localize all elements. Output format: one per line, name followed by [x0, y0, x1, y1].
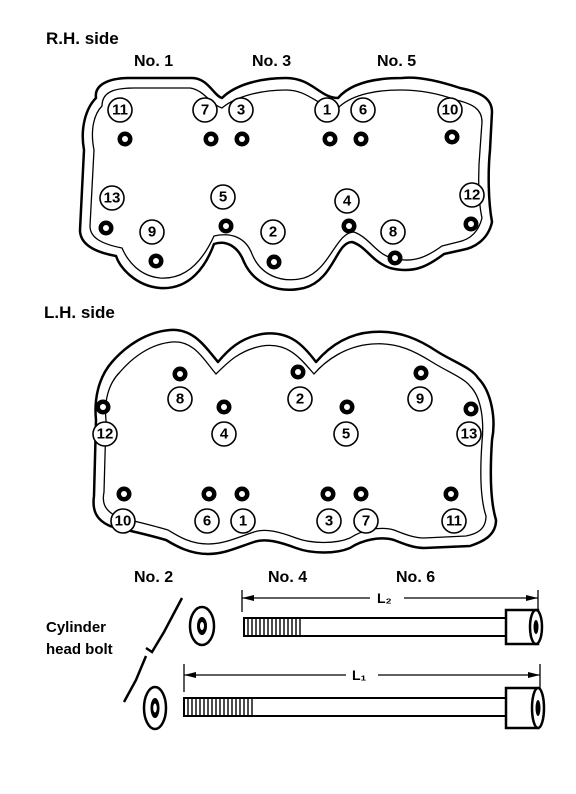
rh-sequence-numbers: 11 7 3 1 6 10 13 5 4 12 9 2 8 [99, 97, 485, 245]
lh-cylinder-head-outline [92, 328, 498, 556]
bolt-hole-icon [290, 364, 306, 380]
bolt-hole-icon [201, 486, 217, 502]
rh-cylinder-head-outline [78, 76, 494, 291]
lh-bolt-seq-label: 8 [176, 391, 184, 408]
caption-leader-line [122, 655, 148, 703]
rh-bolt-seq-label: 9 [148, 224, 156, 241]
lh-bolt-seq-label: 6 [203, 513, 211, 530]
bolt-caption-line1: Cylinder [46, 619, 106, 636]
rh-bolt-seq-label: 3 [237, 102, 245, 119]
caption-leader-line [145, 597, 184, 654]
bolt-hole-icon [320, 486, 336, 502]
bolt-hole-icon [116, 486, 132, 502]
lh-bolt-holes [95, 364, 479, 502]
rh-bolt-seq-label: 5 [219, 189, 227, 206]
lh-bolt-seq-label: 5 [342, 426, 350, 443]
lh-bolt-seq-label: 9 [416, 391, 424, 408]
rh-bolt-seq-label: 2 [269, 224, 277, 241]
lh-side-section: L.H. side 8 2 9 12 4 5 13 10 [44, 303, 498, 586]
lh-cylinder-no4-label: No. 4 [268, 569, 307, 586]
lh-cylinder-no2-label: No. 2 [134, 569, 173, 586]
rh-bolt-seq-label: 10 [442, 102, 459, 119]
bolt-hole-icon [413, 365, 429, 381]
rh-bolt-holes [98, 129, 479, 270]
lh-bolt-seq-label: 13 [461, 426, 478, 443]
l2-dimension-label: L₂ [377, 590, 392, 606]
bolt-caption-line2: head bolt [46, 641, 113, 658]
washer-end-view-icon [188, 605, 216, 647]
bolt-hole-icon [148, 253, 164, 269]
rh-bolt-seq-label: 11 [112, 102, 128, 119]
bolt-hole-icon [218, 218, 234, 234]
rh-bolt-seq-label: 6 [359, 102, 367, 119]
bolt-hole-icon [203, 131, 219, 147]
rh-side-title: R.H. side [46, 29, 119, 48]
l1-dimension-line: L₁ [183, 664, 541, 692]
lh-bolt-seq-label: 1 [239, 513, 247, 530]
lh-bolt-seq-label: 4 [220, 426, 229, 443]
rh-cylinder-head-inner-line [89, 87, 483, 281]
rh-bolt-seq-label: 13 [104, 190, 121, 207]
bolt-hole-icon [387, 250, 403, 266]
rh-bolt-seq-label: 4 [343, 193, 352, 210]
bolt-hole-icon [341, 218, 357, 234]
lh-bolt-seq-label: 7 [362, 513, 370, 530]
bolt-hole-icon [234, 131, 250, 147]
long-head-bolt-icon [183, 686, 546, 730]
rh-bolt-seq-label: 12 [464, 187, 481, 204]
rh-side-section: R.H. side No. 1 No. 3 No. 5 11 7 3 1 6 [46, 29, 494, 291]
lh-bolt-seq-label: 12 [97, 426, 114, 443]
bolt-hole-icon [353, 486, 369, 502]
rh-bolt-seq-label: 7 [201, 102, 209, 119]
bolt-hole-icon [463, 401, 479, 417]
bolt-hole-icon [95, 399, 111, 415]
bolt-hole-icon [463, 216, 479, 232]
lh-cylinder-no6-label: No. 6 [396, 569, 435, 586]
bolt-hole-icon [234, 486, 250, 502]
bolt-hole-icon [444, 129, 460, 145]
rh-cylinder-no5-label: No. 5 [377, 53, 416, 70]
bolt-hole-icon [98, 220, 114, 236]
short-head-bolt-icon [243, 608, 544, 646]
lh-bolt-seq-label: 11 [446, 513, 462, 530]
bolt-hole-icon [339, 399, 355, 415]
l2-dimension-line: L₂ [241, 590, 539, 612]
rh-cylinder-no3-label: No. 3 [252, 53, 291, 70]
rh-cylinder-no1-label: No. 1 [134, 53, 173, 70]
lh-side-title: L.H. side [44, 303, 115, 322]
bolt-hole-icon [117, 131, 133, 147]
bolt-hole-icon [172, 366, 188, 382]
lh-bolt-seq-label: 2 [296, 391, 304, 408]
bolt-hole-icon [443, 486, 459, 502]
rh-bolt-seq-label: 1 [323, 102, 331, 119]
lh-cylinder-head-inner-line [102, 341, 487, 545]
l1-dimension-label: L₁ [352, 667, 367, 683]
bolt-hole-icon [322, 131, 338, 147]
rh-bolt-seq-label: 8 [389, 224, 397, 241]
washer-end-view-icon [142, 685, 168, 731]
bolt-hole-icon [353, 131, 369, 147]
lh-bolt-seq-label: 10 [115, 513, 132, 530]
bolt-hole-icon [216, 399, 232, 415]
cylinder-head-bolt-section: Cylinder head bolt L₂ [46, 590, 546, 731]
lh-sequence-numbers: 8 2 9 12 4 5 13 10 6 1 3 7 11 [92, 386, 482, 534]
bolt-hole-icon [266, 254, 282, 270]
lh-bolt-seq-label: 3 [325, 513, 333, 530]
